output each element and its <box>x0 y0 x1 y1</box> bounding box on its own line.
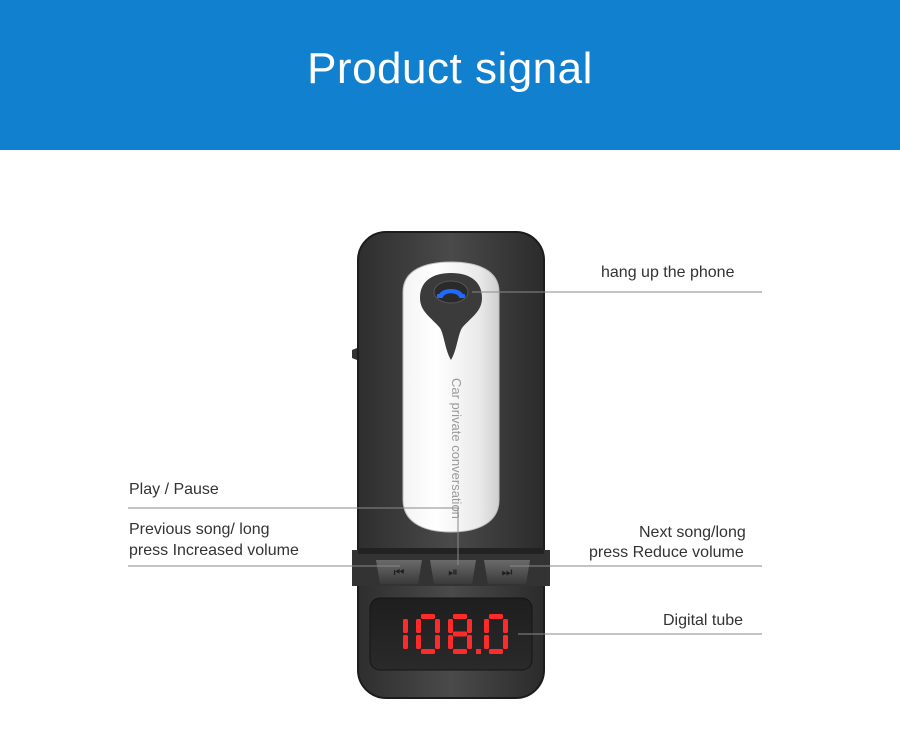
header-banner: Product signal <box>0 0 900 150</box>
phone-hangup-icon <box>437 289 465 298</box>
label-digital-tube: Digital tube <box>663 612 744 629</box>
play-pause-button: ⏯ <box>430 560 476 584</box>
display-segment <box>503 635 508 649</box>
display-segment <box>435 619 440 633</box>
display-segment <box>421 649 435 654</box>
display-segment <box>448 635 453 649</box>
next-button: ⏭ <box>484 560 530 584</box>
next-icon: ⏭ <box>502 565 513 579</box>
display-segment <box>435 635 440 649</box>
display-segment <box>489 614 503 619</box>
earpiece-side-text: Car private conversation <box>449 378 464 519</box>
display-segment <box>453 631 467 637</box>
display-segment <box>421 614 435 619</box>
label-previous-line1: Previous song/ long <box>129 521 270 538</box>
digital-tube-display <box>403 614 508 654</box>
play-pause-icon: ⏯ <box>448 565 458 579</box>
display-segment <box>448 619 453 633</box>
display-segment <box>503 619 508 633</box>
label-play-pause: Play / Pause <box>129 481 219 498</box>
display-segment <box>484 619 489 633</box>
callout-play-pause <box>128 507 459 565</box>
display-segment <box>489 649 503 654</box>
label-next-line2: press Reduce volume <box>589 544 744 561</box>
label-hangup: hang up the phone <box>601 264 735 281</box>
display-segment <box>453 649 467 654</box>
display-segment <box>467 619 472 633</box>
display-segment <box>467 635 472 649</box>
previous-icon: ⏮ <box>394 565 405 579</box>
label-previous-line2: press Increased volume <box>129 542 299 559</box>
display-segment <box>484 635 489 649</box>
display-segment <box>403 635 408 649</box>
display-segment <box>416 619 421 633</box>
previous-button: ⏮ <box>376 560 422 584</box>
display-decimal-point <box>476 649 481 654</box>
display-segment <box>416 635 421 649</box>
display-segment <box>453 614 467 619</box>
display-segment <box>403 619 408 633</box>
headset-earpiece <box>402 261 500 533</box>
label-next-line1: Next song/long <box>639 524 746 541</box>
page-title: Product signal <box>307 44 593 93</box>
digital-tube-window <box>369 597 533 671</box>
